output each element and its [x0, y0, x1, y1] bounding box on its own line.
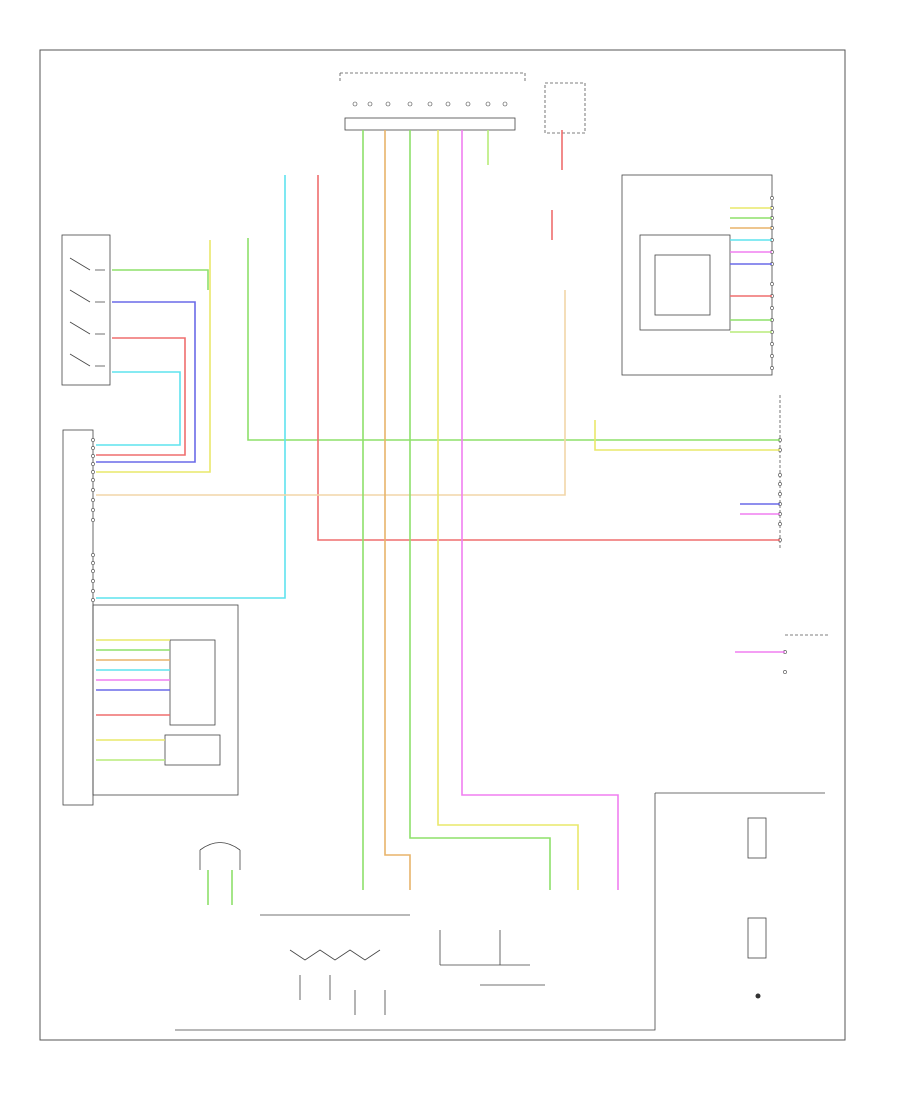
mirror-switch-contacts [69, 257, 105, 367]
wire-yellow-right [594, 420, 780, 451]
ground-symbol [755, 993, 761, 999]
top-connector-bar [339, 72, 526, 83]
combination-switch [260, 914, 545, 1015]
right-mirror-motor-a [639, 234, 731, 331]
wire-red-fuse [551, 130, 563, 240]
right-mirror-assembly [621, 174, 773, 376]
right-rear-connector [783, 634, 830, 674]
right-mirror-motor-b [654, 254, 711, 316]
wire-red-switch [96, 337, 186, 456]
mirror-switch [61, 234, 111, 386]
wire-cyan-switch [96, 371, 181, 446]
wire-green-bottom-left [207, 870, 233, 905]
wire-orange-vertical [384, 130, 411, 890]
left-control-unit [62, 429, 94, 806]
top-connector-pins [352, 101, 508, 107]
wire-tan [96, 290, 566, 496]
wire-green-right [409, 130, 551, 890]
wire-red-long [317, 175, 780, 541]
left-control-unit-pins [91, 438, 95, 602]
mirror-switch-assembly [175, 792, 825, 1031]
bottom-left-switch [199, 842, 241, 870]
wires [96, 130, 785, 905]
wire-yellow-right-vertical [437, 130, 579, 890]
diagram-frame [39, 49, 846, 1041]
wire-blue [96, 301, 196, 463]
right-control-unit [778, 395, 782, 550]
wire-cyan-long [96, 175, 286, 599]
wire-pink [461, 130, 619, 890]
left-mirror-motor [169, 639, 216, 726]
left-mirror-heater [164, 734, 221, 766]
fuse-block [544, 82, 586, 134]
top-connector-block [344, 117, 516, 131]
bottom-right-relays [747, 817, 767, 959]
left-mirror-assembly [92, 604, 239, 796]
wire-yellow-left [96, 240, 211, 473]
wire-green-main [112, 238, 780, 441]
